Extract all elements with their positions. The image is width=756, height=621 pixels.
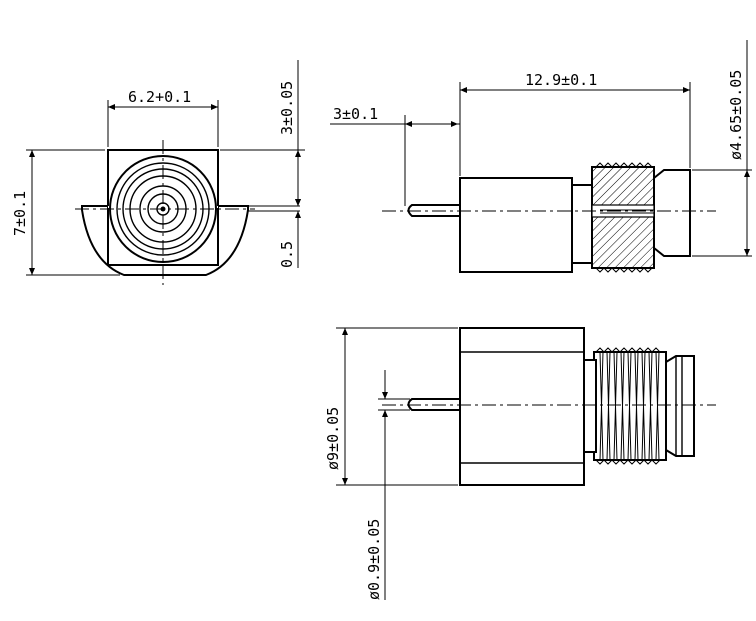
dim-left-height: 7±0.1: [11, 191, 29, 236]
bottom-pin: [407, 398, 462, 411]
dim-top-height: 3±0.05: [278, 81, 296, 135]
dim-pin-length: 3±0.1: [333, 105, 378, 123]
dim-thread-diameter: ø4.65±0.05: [727, 70, 745, 160]
front-view: 6.2+0.1 7±0.1 3±0.05 0.5: [11, 60, 305, 285]
dim-top-width: 6.2+0.1: [128, 88, 191, 106]
dim-body-diameter: ø9±0.05: [324, 407, 342, 470]
side-pin: [407, 204, 462, 217]
bottom-view: ø9±0.05 ø0.9±0.05: [324, 327, 716, 600]
dim-pin-diameter: ø0.9±0.05: [365, 519, 383, 600]
side-body: [459, 177, 573, 273]
side-view: 12.9±0.1 3±0.1 ø4.65±0.05: [330, 40, 752, 273]
front-shell: [81, 205, 249, 276]
dim-pad-thickness: 0.5: [278, 241, 296, 268]
dim-overall-length: 12.9±0.1: [525, 71, 597, 89]
bottom-body: [459, 327, 585, 486]
